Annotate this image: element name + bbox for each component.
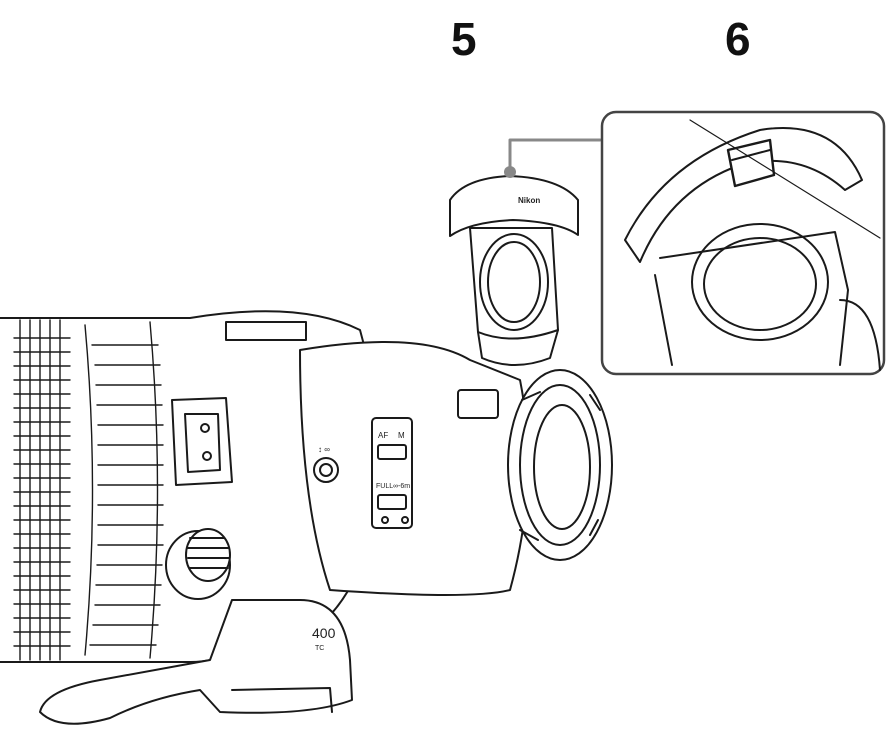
tripod-foot (39, 599, 353, 725)
marking-focus-limit: ↕ ∞ (318, 445, 330, 454)
lens-rear-barrel (299, 341, 529, 596)
filter-holder (449, 175, 579, 366)
marking-m: M (398, 431, 405, 440)
callout-6: 6 (725, 13, 751, 65)
switch-panel (371, 417, 413, 529)
marking-full: FULL (376, 483, 393, 490)
focus-ring (13, 319, 71, 661)
marking-af: AF (378, 431, 388, 440)
memory-button (313, 457, 339, 483)
callout-dot (504, 166, 516, 178)
marking-filter-brand: Nikon (518, 196, 540, 205)
marking-range: ∞-6m (393, 483, 410, 490)
tripod-lock-knob (165, 528, 231, 600)
callout-5: 5 (451, 13, 477, 65)
marking-model-sub: TC (315, 645, 324, 652)
callout-pointer (508, 138, 602, 174)
zoom-ring (84, 321, 164, 659)
lens-mount (457, 369, 613, 561)
marking-model: 400 (312, 625, 336, 641)
inset-detail (600, 110, 886, 376)
